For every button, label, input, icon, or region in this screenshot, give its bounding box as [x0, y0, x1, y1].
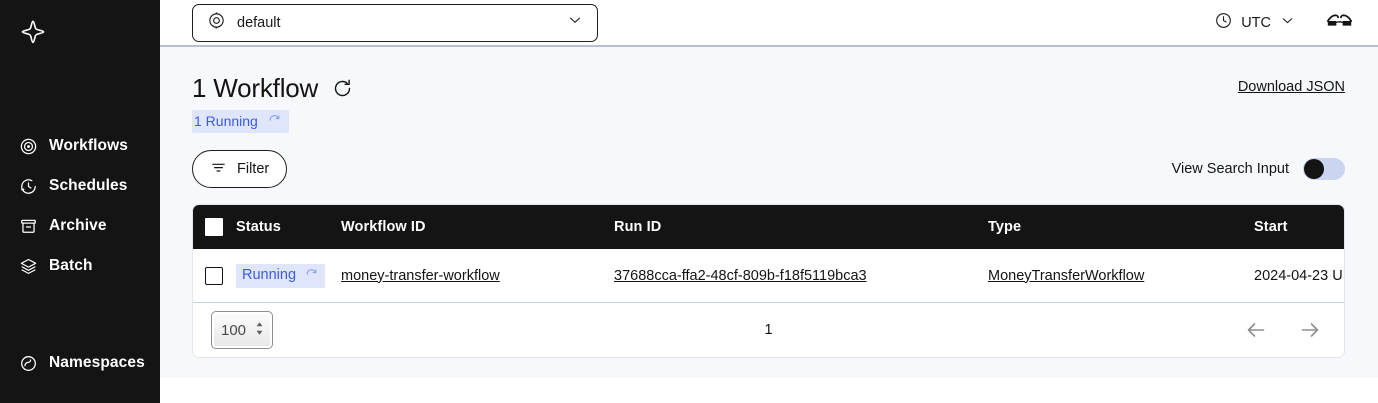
page-title: 1 Workflow	[192, 73, 319, 103]
filter-row: Filter View Search Input	[192, 150, 1345, 188]
table-header-row: Status Workflow ID Run ID Type Start	[193, 205, 1344, 249]
arrow-right-icon[interactable]	[1298, 318, 1322, 342]
row-status-badge[interactable]: Running	[236, 263, 326, 288]
row-status-cell: Running	[236, 263, 341, 288]
run-id-link[interactable]: 37688cca-ffa2-48cf-809b-f18f5119bca3	[614, 267, 867, 284]
stepper-arrows-icon	[254, 320, 265, 341]
sidebar-item-label: Namespaces	[49, 354, 145, 371]
sidebar-nav-secondary: Namespaces	[0, 343, 160, 383]
topbar-right-actions: UTC	[1214, 0, 1353, 45]
refresh-icon[interactable]	[332, 78, 353, 99]
namespaces-icon	[18, 353, 38, 373]
start-time-value: 2024-04-23 U	[1254, 267, 1343, 284]
arrow-left-icon[interactable]	[1244, 318, 1268, 342]
view-search-input-toggle[interactable]	[1303, 158, 1345, 180]
main-area: default UTC	[160, 0, 1378, 403]
download-json-link[interactable]: Download JSON	[1237, 79, 1345, 95]
row-run-id-cell: 37688cca-ffa2-48cf-809b-f18f5119bca3	[614, 267, 988, 285]
status-badge-label: 1 Running	[194, 113, 258, 129]
select-all-cell	[193, 218, 236, 236]
row-select-cell	[193, 266, 236, 285]
sidebar-nav-primary: Workflows Schedules	[0, 126, 160, 286]
chevron-down-icon	[566, 11, 584, 34]
sidebar-item-namespaces[interactable]: Namespaces	[0, 343, 160, 383]
temporal-logo-icon[interactable]	[16, 16, 50, 50]
status-summary-row: 1 Running	[192, 110, 1345, 133]
page-size-value: 100	[221, 321, 247, 339]
sidebar-item-archive[interactable]: Archive	[0, 206, 160, 246]
sidebar-item-label: Batch	[49, 257, 93, 274]
glasses-icon	[1326, 11, 1353, 35]
row-status-label: Running	[242, 267, 297, 283]
select-all-checkbox[interactable]	[205, 218, 223, 236]
table-row[interactable]: Running money-transfer-workflow	[193, 249, 1344, 303]
row-workflow-id-cell: money-transfer-workflow	[341, 267, 614, 285]
workflow-id-link[interactable]: money-transfer-workflow	[341, 267, 500, 284]
sidebar: Workflows Schedules	[0, 0, 160, 403]
schedules-icon	[18, 176, 38, 196]
row-type-cell: MoneyTransferWorkflow	[988, 267, 1254, 285]
bottom-strip	[160, 378, 1378, 403]
namespace-value: default	[237, 14, 281, 31]
topbar: default UTC	[160, 0, 1378, 47]
status-badge-running[interactable]: 1 Running	[192, 110, 289, 133]
view-search-input-control: View Search Input	[1172, 150, 1345, 188]
sidebar-item-workflows[interactable]: Workflows	[0, 126, 160, 166]
sidebar-item-label: Archive	[49, 217, 107, 234]
data-encoder-button[interactable]	[1326, 11, 1353, 35]
sidebar-item-batch[interactable]: Batch	[0, 246, 160, 286]
row-start-cell: 2024-04-23 U	[1254, 267, 1344, 285]
page-size-select[interactable]: 100	[211, 311, 273, 349]
archive-icon	[18, 216, 38, 236]
sidebar-item-schedules[interactable]: Schedules	[0, 166, 160, 206]
column-header-status: Status	[236, 219, 281, 235]
column-header-run-id: Run ID	[614, 219, 662, 235]
pagination-controls	[1244, 303, 1322, 357]
workflows-table: Status Workflow ID Run ID Type Start Run…	[192, 204, 1345, 358]
timezone-select[interactable]: UTC	[1214, 11, 1296, 35]
sidebar-item-label: Workflows	[49, 137, 128, 154]
batch-icon	[18, 256, 38, 276]
sidebar-item-label: Schedules	[49, 177, 128, 194]
workflows-icon	[18, 136, 38, 156]
column-header-workflow-id: Workflow ID	[341, 219, 426, 235]
row-checkbox[interactable]	[205, 266, 223, 285]
view-search-input-label: View Search Input	[1171, 161, 1289, 177]
filter-button[interactable]: Filter	[192, 150, 288, 188]
filter-button-label: Filter	[237, 161, 270, 177]
filter-icon	[210, 159, 227, 180]
chevron-down-icon	[1279, 12, 1296, 34]
running-spinner-icon	[268, 113, 281, 129]
timezone-label: UTC	[1241, 14, 1271, 31]
column-header-start: Start	[1254, 219, 1288, 235]
clock-icon	[1214, 11, 1233, 35]
title-row: 1 Workflow	[192, 47, 1345, 104]
workflows-content: 1 Workflow Download JSON 1 Running	[160, 47, 1378, 403]
page-number: 1	[764, 322, 773, 338]
namespace-select[interactable]: default	[192, 3, 598, 42]
column-header-type: Type	[988, 219, 1022, 235]
table-footer: 100 1	[193, 303, 1344, 357]
workflow-type-link[interactable]: MoneyTransferWorkflow	[988, 267, 1145, 284]
toggle-knob	[1304, 159, 1324, 179]
running-spinner-icon	[305, 267, 318, 284]
namespace-icon	[207, 11, 226, 35]
